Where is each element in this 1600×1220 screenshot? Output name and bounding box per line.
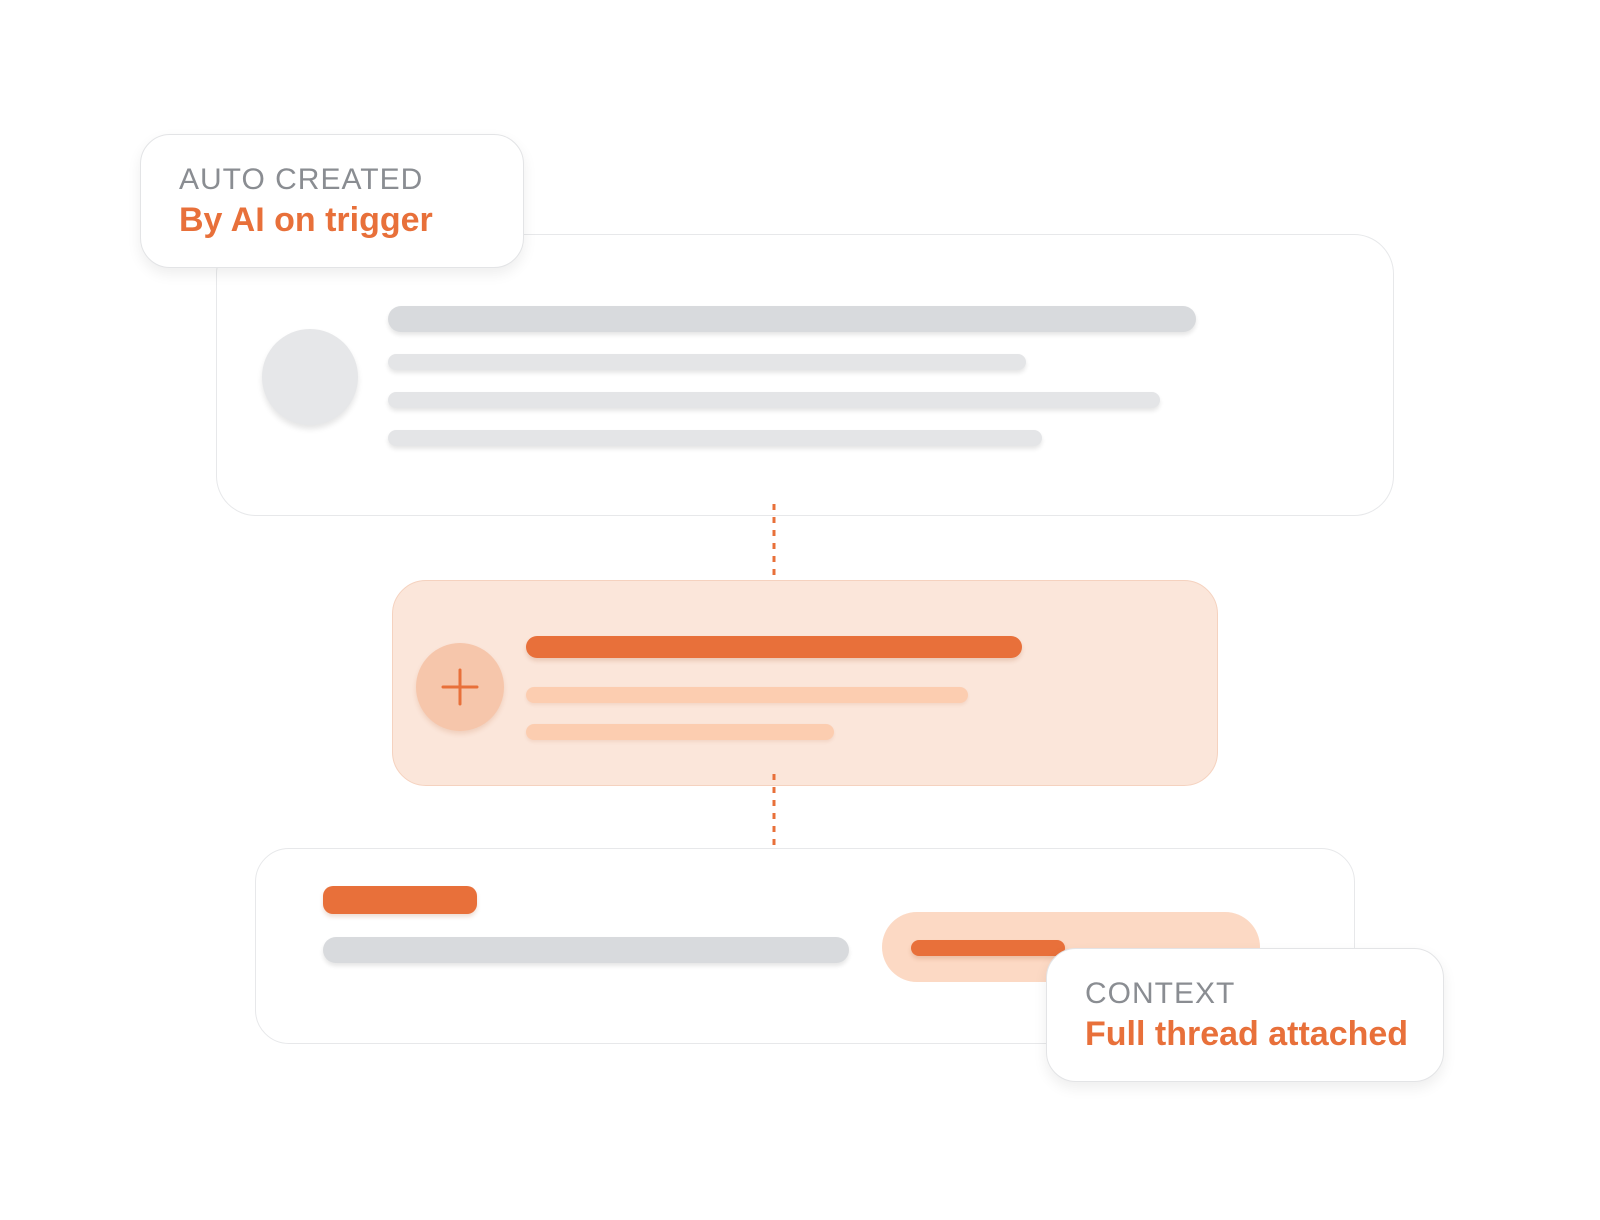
ticket-tag-placeholder: [323, 886, 477, 914]
source-message-card: [216, 234, 1394, 516]
created-task-card: [392, 580, 1218, 786]
task-line-placeholder: [526, 724, 834, 740]
add-button[interactable]: [416, 643, 504, 731]
callout-text: By AI on trigger: [179, 201, 433, 239]
context-chip-label-placeholder: [911, 940, 1065, 956]
message-line-placeholder: [388, 354, 1026, 370]
callout-text: Full thread attached: [1085, 1015, 1409, 1053]
callout-kicker: CONTEXT: [1085, 977, 1236, 1010]
auto-created-callout: AUTO CREATED By AI on trigger: [140, 134, 524, 268]
message-line-placeholder: [388, 430, 1042, 446]
avatar: [262, 329, 358, 425]
message-line-placeholder: [388, 392, 1160, 408]
plus-icon: [441, 668, 479, 706]
context-callout: CONTEXT Full thread attached: [1046, 948, 1444, 1082]
callout-kicker: AUTO CREATED: [179, 163, 424, 196]
task-title-placeholder: [526, 636, 1022, 658]
ticket-line-placeholder: [323, 937, 849, 963]
task-line-placeholder: [526, 687, 968, 703]
message-title-placeholder: [388, 306, 1196, 332]
